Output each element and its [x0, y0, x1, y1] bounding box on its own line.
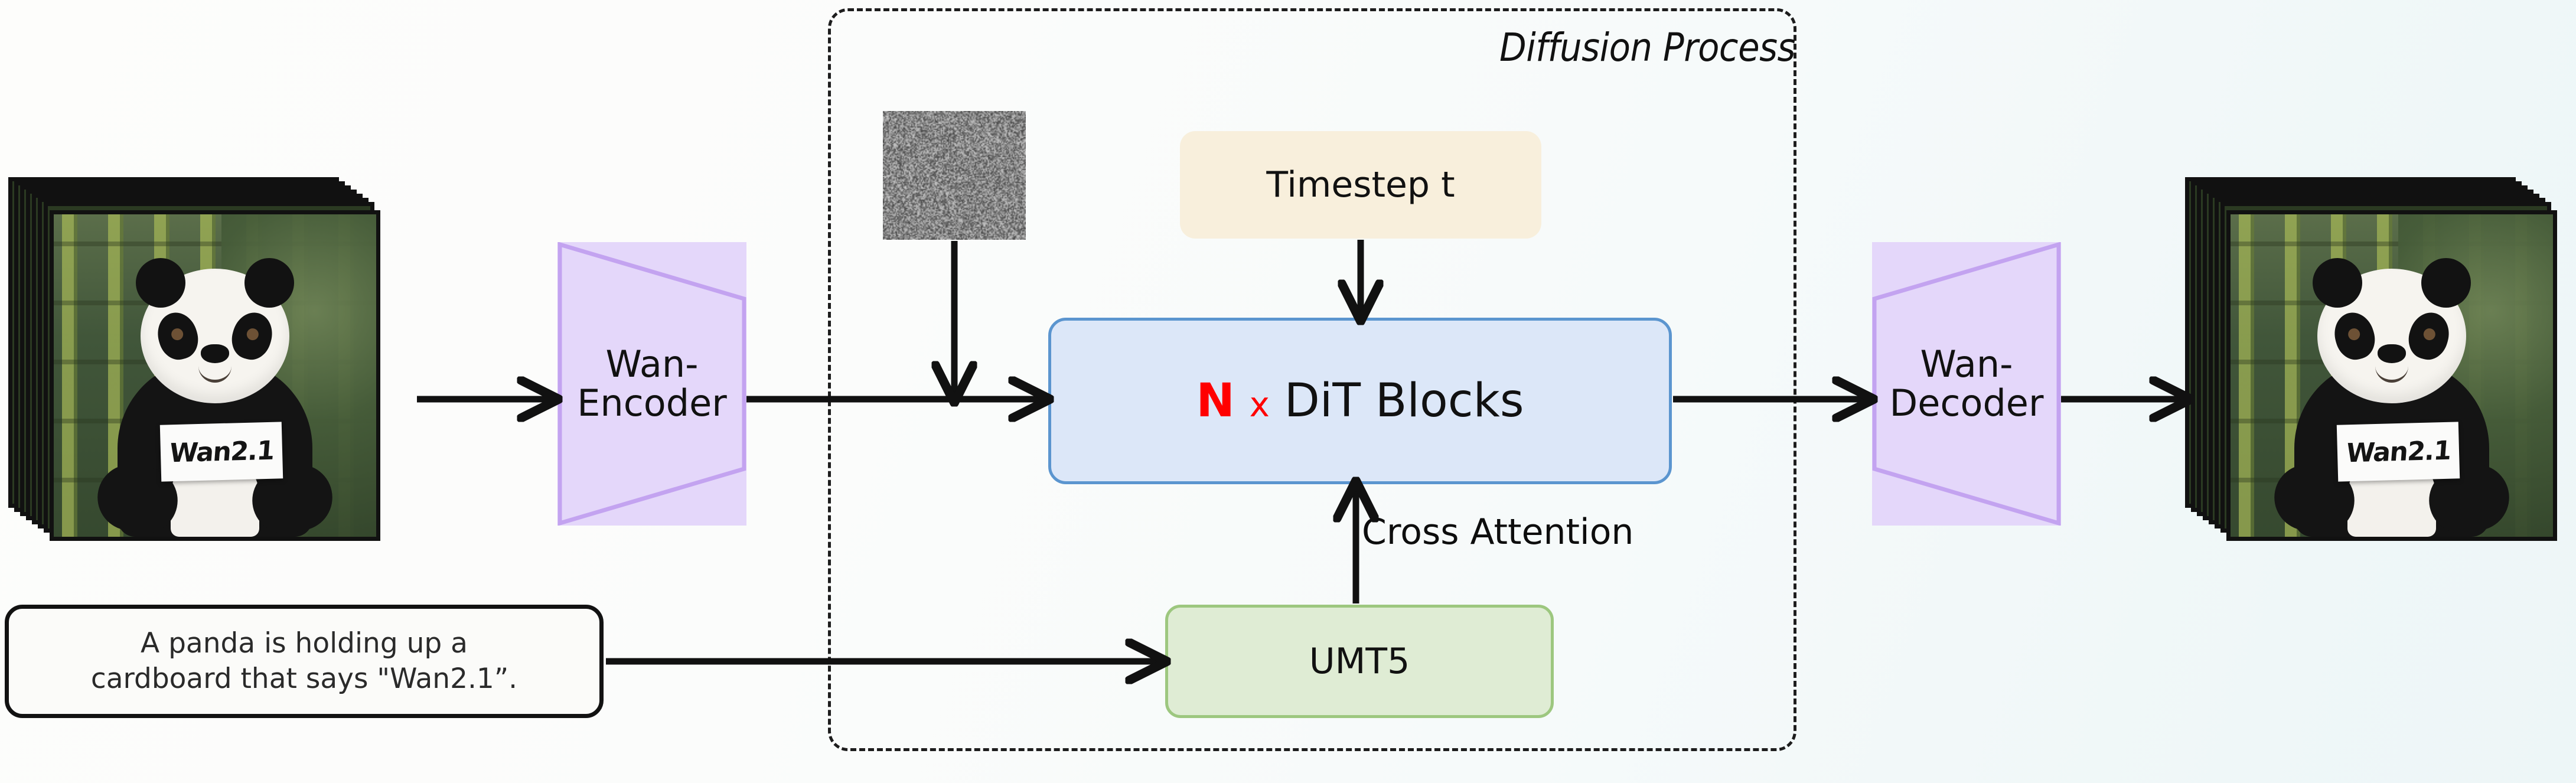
wan-encoder-node[interactable]: Wan- Encoder	[557, 242, 746, 526]
decoder-label-line-2: Decoder	[1889, 381, 2044, 425]
diffusion-process-group	[828, 8, 1796, 751]
prompt-line-1: A panda is holding up a	[140, 627, 468, 660]
dit-repeat-count: N	[1196, 374, 1235, 428]
umt5-text-encoder-node[interactable]: UMT5	[1165, 605, 1554, 718]
output-frame-front: Wan2.1	[2226, 210, 2557, 541]
output-sign-text: Wan2.1	[2345, 435, 2452, 468]
output-sign: Wan2.1	[2336, 422, 2460, 482]
dit-blocks-label: DiT Blocks	[1284, 374, 1524, 428]
wan-decoder-node[interactable]: Wan- Decoder	[1872, 242, 2061, 526]
input-frame-front: Wan2.1	[50, 210, 380, 541]
decoder-label-line-1: Wan-	[1920, 342, 2013, 386]
diffusion-process-label: Diffusion Process	[1499, 25, 1795, 70]
prompt-textbox[interactable]: A panda is holding up a cardboard that s…	[5, 605, 604, 718]
dit-blocks-node[interactable]: N x DiT Blocks	[1048, 318, 1672, 484]
encoder-shape	[557, 242, 746, 526]
input-sign: Wan2.1	[159, 422, 283, 482]
encoder-label-line-1: Wan-	[605, 342, 699, 386]
cross-attention-label: Cross Attention	[1362, 511, 1634, 553]
umt5-label: UMT5	[1309, 641, 1410, 682]
prompt-line-2: cardboard that says "Wan2.1”.	[90, 663, 518, 695]
encoder-label-line-2: Encoder	[577, 381, 727, 425]
timestep-label: Timestep t	[1266, 164, 1455, 205]
dit-times-symbol: x	[1249, 384, 1270, 425]
input-sign-text: Wan2.1	[168, 435, 275, 468]
noise-latent-patch	[883, 111, 1026, 240]
output-video-frame-stack: Wan2.1	[2185, 177, 2575, 567]
input-video-frame-stack: Wan2.1	[8, 177, 398, 567]
timestep-node[interactable]: Timestep t	[1180, 131, 1541, 239]
